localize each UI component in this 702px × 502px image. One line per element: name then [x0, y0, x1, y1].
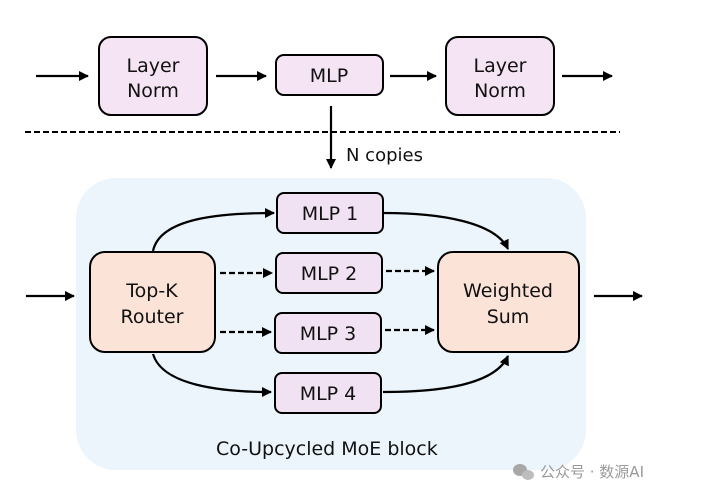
- router-line2: Router: [121, 306, 184, 328]
- layer-norm-2-box: [445, 36, 555, 116]
- route-arrow-4: [151, 353, 272, 397]
- expert-4-label: MLP 4: [300, 383, 357, 405]
- expert-2-box: [275, 252, 383, 294]
- expert-3-box: [274, 312, 382, 354]
- mlp-label: MLP: [310, 65, 348, 87]
- weighted-sum-line1: Weighted: [463, 280, 553, 302]
- moe-block-caption: Co-Upcycled MoE block: [216, 438, 438, 460]
- merge-arrow-1: [383, 211, 509, 250]
- layer-norm-2-line2: Norm: [474, 80, 526, 102]
- route-arrow-1: [151, 208, 275, 252]
- router-box: [89, 251, 216, 353]
- wechat-icon: [513, 464, 534, 480]
- expert-1-label: MLP 1: [302, 203, 359, 225]
- expert-1-box: [276, 192, 384, 234]
- layer-norm-1-line1: Layer: [127, 55, 180, 77]
- expert-4-box: [274, 372, 382, 414]
- layer-norm-2-line1: Layer: [474, 55, 527, 77]
- expert-3-label: MLP 3: [300, 323, 357, 345]
- layer-norm-1-box: [98, 36, 208, 116]
- weighted-sum-line2: Sum: [487, 306, 530, 328]
- router-line1: Top-K: [125, 280, 178, 302]
- watermark: 公众号 · 数源AI: [540, 463, 644, 481]
- layer-norm-1-line2: Norm: [127, 80, 179, 102]
- merge-arrow-4: [382, 355, 510, 394]
- n-copies-label: N copies: [346, 145, 423, 166]
- expert-2-label: MLP 2: [301, 263, 358, 285]
- mlp-box: [275, 54, 384, 96]
- weighted-sum-box: [437, 251, 580, 353]
